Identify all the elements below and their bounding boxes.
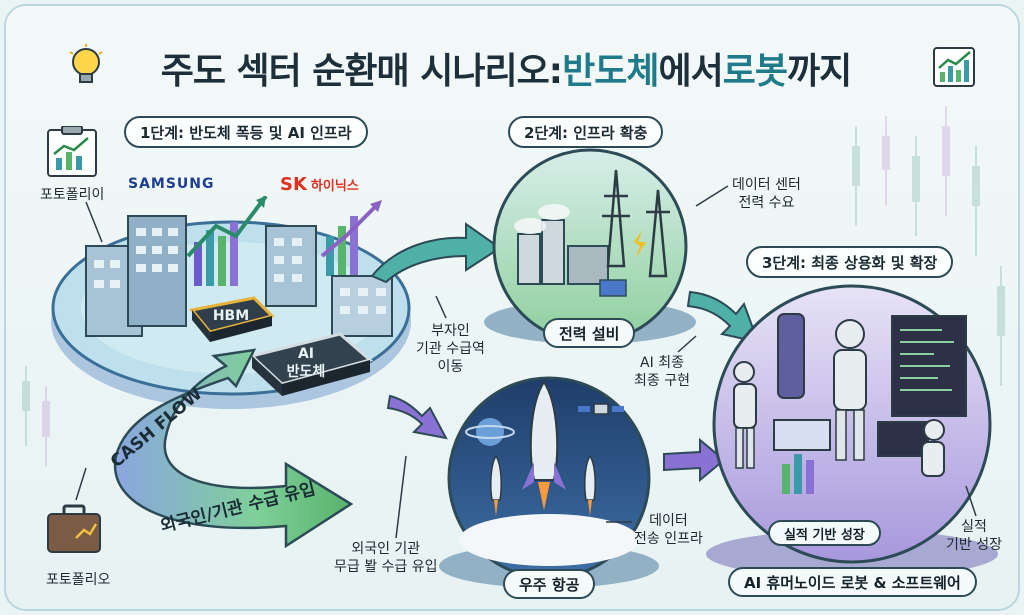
note-ai-final-line1: AI 최종 [640,355,684,371]
note-growth-line1: 실적 [961,519,987,535]
sk-logo-sub: 하이닉스 [310,179,359,194]
note-datacomm-line2: 전송 인프라 [634,531,703,547]
arrow-stage1-to-space [386,394,448,440]
ai-chip-label: AI 반도체 [276,345,336,381]
note-datacomm: 데이터 전송 인프라 [634,512,703,548]
note-datacenter-line2: 전력 수요 [738,195,795,211]
title-part1: 주도 섹터 순환매 시나리오: [160,51,563,92]
note-shift-line1: 부자인 [431,323,470,339]
stage2-label: 2단계: 인프라 확충 [508,116,664,148]
stage3-label: 3단계: 최종 상용화 및 확장 [746,246,954,278]
note-datacomm-line1: 데이터 [649,513,688,529]
stage1-buildings [85,196,393,337]
stage1-label: 1단계: 반도체 폭등 및 AI 인프라 [124,116,368,148]
space-node-label: 우주 항공 [503,569,596,599]
note-datacenter: 데이터 센터 전력 수요 [732,176,801,212]
note-growth: 실적 기반 성장 [946,518,1002,554]
background-candles [22,106,1005,466]
ai-chip [248,332,374,396]
note-shift-line2: 기관 수급역 [416,341,485,357]
title-part3: 까지 [786,51,852,92]
clipboard-chart-icon [44,125,100,182]
note-datacenter-line1: 데이터 센터 [732,177,801,193]
note-foreign-line1: 외국인 기관 [351,541,421,557]
sk-logo-text: SK [280,174,307,195]
leader-lines [75,185,977,539]
note-growth-line2: 기반 성장 [946,537,1002,553]
title-part2: 에서 [658,51,723,92]
lightbulb-icon [66,44,106,94]
briefcase-icon [46,502,102,558]
chart-up-icon [932,46,976,92]
samsung-logo: SAMSUNG [128,176,215,192]
ai-chip-line2: 반도체 [286,364,326,380]
robot-node-label: AI 휴머노이드 로봇 & 소프트웨어 [728,567,977,597]
portfolio-label-top: 포토폴리이 [40,187,105,203]
hbm-chip [189,296,275,342]
ai-chip-line1: AI [297,346,315,362]
hbm-label: HBM [212,308,250,324]
note-shift: 부자인 기관 수급역 이동 [416,322,485,376]
cash-flow-arrow [113,348,354,549]
note-shift-line3: 이동 [437,359,464,375]
title-highlight-semiconductor: 반도체 [562,51,659,92]
note-foreign: 외국인 기관 무급 봘 수급 유입 [334,540,438,576]
growth-badge: 실적 기반 성장 [768,520,881,546]
arrow-space-to-robot [663,437,726,483]
power-node-label: 전력 설비 [543,318,636,348]
arrow-power-to-robot [686,290,760,344]
note-ai-final: AI 최종 최종 구현 [634,354,690,390]
note-ai-final-line2: 최종 구현 [634,373,690,389]
portfolio-label-bottom: 포토폴리오 [46,572,111,588]
title-highlight-robot: 로봇 [722,51,788,92]
note-foreign-line2: 무급 봘 수급 유입 [334,559,438,575]
